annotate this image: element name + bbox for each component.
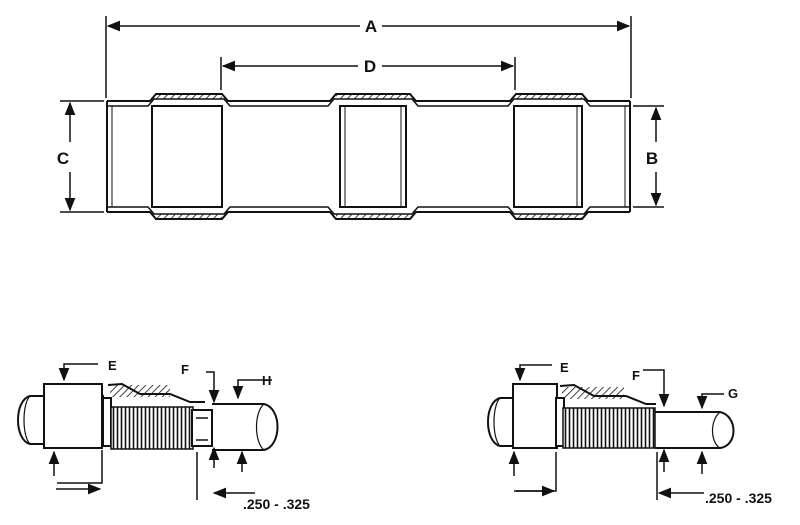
right-barrel [513, 105, 583, 208]
dimension-d [220, 57, 516, 90]
dimension-d-label: D [364, 57, 376, 76]
left-label-h: H [262, 373, 271, 388]
left-barrel [151, 105, 223, 208]
right-wire-detail [487, 383, 735, 449]
right-label-e: E [560, 360, 569, 375]
left-wire-detail [17, 382, 279, 451]
right-crimp-ribs [562, 407, 656, 449]
left-wire-end [212, 403, 279, 451]
right-label-g: G [728, 386, 738, 401]
left-strip-length: .250 - .325 [243, 496, 310, 512]
dimension-a-label: A [365, 17, 377, 36]
left-label-e: E [108, 358, 117, 373]
center-barrel [339, 105, 407, 208]
left-label-f: F [181, 362, 189, 377]
dimension-b-label: B [646, 149, 658, 168]
left-insulation-support [102, 397, 112, 447]
left-callouts [48, 363, 272, 500]
right-callouts [508, 364, 724, 500]
dimension-b [633, 105, 664, 208]
right-bare-conductor [655, 411, 735, 449]
dimension-c [60, 100, 104, 213]
dimension-c-label: C [57, 149, 69, 168]
left-conductor-section [191, 409, 213, 447]
splice-top-view [106, 93, 631, 220]
dimension-a [105, 16, 632, 98]
left-crimp-ribs [110, 406, 194, 450]
right-label-f: F [632, 368, 640, 383]
right-strip-length: .250 - .325 [705, 490, 772, 506]
